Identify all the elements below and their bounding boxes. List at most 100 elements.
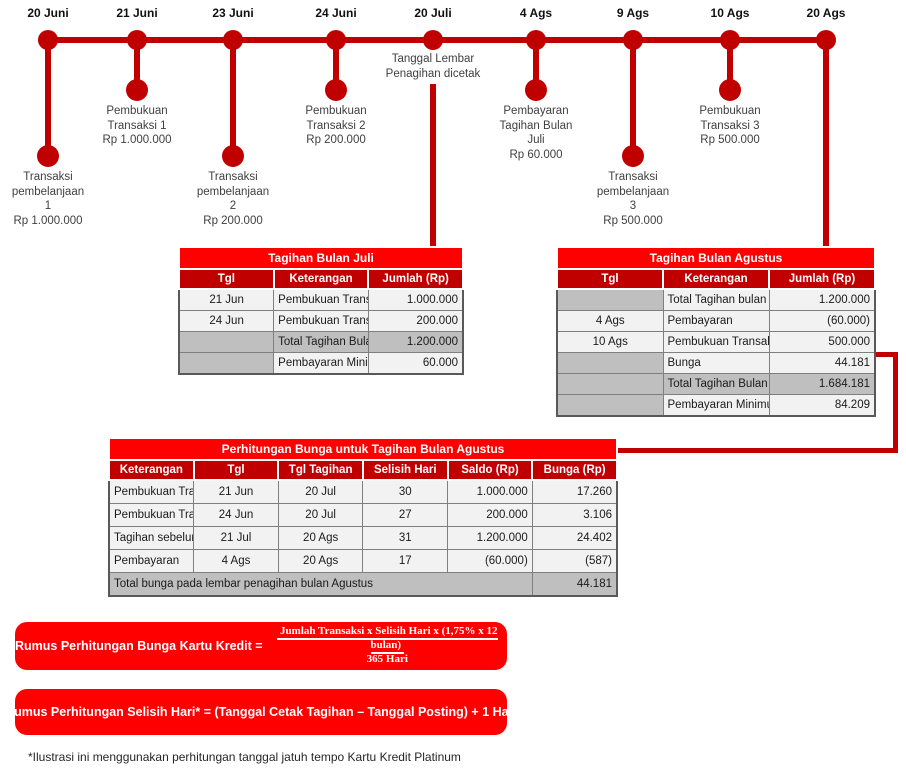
- timeline-drop-line: [230, 40, 236, 156]
- column-header: Keterangan: [108, 459, 195, 481]
- table-cell: Pembukuan Transaksi 1: [273, 288, 369, 311]
- timeline-event-label: Transaksi pembelanjaan 2 Rp 200.000: [196, 171, 270, 228]
- timeline-drop-line: [430, 84, 436, 246]
- timeline-marker: [126, 79, 148, 101]
- connector-bunga-horizontal: [876, 352, 898, 357]
- table-cell: 31: [362, 526, 449, 550]
- timeline-drop-line: [533, 40, 539, 90]
- table-cell: 1.000.000: [447, 479, 533, 504]
- column-header: Keterangan: [272, 268, 370, 290]
- table-cell: 1.000.000: [367, 288, 464, 311]
- table-cell: Bunga: [662, 352, 770, 374]
- table-cell: 17.260: [531, 479, 618, 504]
- timeline-date: 9 Ags: [616, 6, 650, 20]
- column-header: Tgl: [192, 459, 280, 481]
- table-cell: 44.181: [531, 572, 618, 597]
- table-cell: (587): [531, 549, 618, 573]
- table-cell: 21 Jun: [193, 479, 279, 504]
- table-cell: Total Tagihan bulan lalu: [662, 288, 770, 311]
- connector-bunga-vertical: [893, 352, 898, 453]
- timeline-date: 21 Juni: [116, 6, 158, 20]
- timeline-date: 20 Juli: [414, 6, 452, 20]
- table-cell: Pembukuan Transaksi 1: [108, 479, 195, 504]
- table-cell: 27: [362, 503, 449, 527]
- table-cell: Pembukuan Transaksi 2: [273, 310, 369, 332]
- table-cell: 200.000: [447, 503, 533, 527]
- timeline-event-label: Transaksi pembelanjaan 1 Rp 1.000.000: [11, 171, 85, 228]
- column-header: Selisih Hari: [361, 459, 449, 481]
- formula-bunga-numerator: Jumlah Transaksi x Selisih Hari x (1,75%…: [277, 624, 498, 654]
- table-cell: (60.000): [768, 310, 876, 332]
- table-cell: Pembayaran Minimum: [273, 352, 369, 375]
- timeline-date: 24 Juni: [315, 6, 357, 20]
- table-cell: 20 Jul: [277, 503, 364, 527]
- table-title: Tagihan Bulan Juli: [178, 246, 464, 270]
- timeline-marker: [222, 145, 244, 167]
- timeline-drop-line: [333, 40, 339, 90]
- table-cell: 30: [362, 479, 449, 504]
- table-cell: [556, 394, 664, 417]
- column-header: Jumlah (Rp): [768, 268, 876, 290]
- connector-bunga-return: [614, 448, 898, 453]
- timeline-marker: [622, 145, 644, 167]
- table-cell: Total Tagihan Bulan Juli: [273, 331, 369, 353]
- table-cell: 24.402: [531, 526, 618, 550]
- table-cell: 20 Jul: [277, 479, 364, 504]
- timeline-node: [423, 30, 443, 50]
- timeline-marker: [525, 79, 547, 101]
- footnote: *Ilustrasi ini menggunakan perhitungan t…: [28, 750, 461, 764]
- table-cell: [556, 288, 664, 311]
- table-cell: [556, 373, 664, 395]
- table-cell: 24 Jun: [178, 310, 275, 332]
- formula-bunga-fraction: Jumlah Transaksi x Selisih Hari x (1,75%…: [268, 624, 507, 667]
- table-cell: Pembayaran: [662, 310, 770, 332]
- timeline-date: 20 Ags: [806, 6, 846, 20]
- table-cell: 17: [362, 549, 449, 573]
- table-cell: 1.200.000: [367, 331, 464, 353]
- timeline-drop-line: [134, 40, 140, 90]
- column-header: Tgl: [178, 268, 275, 290]
- table-cell: 10 Ags: [556, 331, 664, 353]
- timeline-date: 20 Juni: [27, 6, 69, 20]
- table-cell: Pembayaran Minimum: [662, 394, 770, 417]
- table-cell: Total Tagihan Bulan Agustus: [662, 373, 770, 395]
- timeline-marker: [37, 145, 59, 167]
- table-cell: 20 Ags: [277, 526, 364, 550]
- formula-bunga-label: Rumus Perhitungan Bunga Kartu Kredit =: [15, 639, 263, 653]
- table-cell: 1.200.000: [447, 526, 533, 550]
- table-cell: [178, 331, 275, 353]
- timeline-marker: [719, 79, 741, 101]
- column-header: Tgl: [556, 268, 664, 290]
- table-cell: [178, 352, 275, 375]
- formula-box-bunga: Rumus Perhitungan Bunga Kartu Kredit = J…: [15, 622, 507, 670]
- column-header: Tgl Tagihan: [277, 459, 364, 481]
- table-cell: [556, 352, 664, 374]
- timeline-drop-line: [727, 40, 733, 90]
- formula-bunga-denominator: 365 Hari: [366, 653, 408, 666]
- table-cell: Pembukuan Transaksi 2: [108, 503, 195, 527]
- column-header: Bunga (Rp): [531, 459, 618, 481]
- column-header: Saldo (Rp): [446, 459, 534, 481]
- table-title: Perhitungan Bunga untuk Tagihan Bulan Ag…: [108, 437, 618, 461]
- timeline-marker: [325, 79, 347, 101]
- table-cell: 4 Ags: [193, 549, 279, 573]
- timeline-event-label: Tanggal Lembar Penagihan dicetak: [385, 53, 481, 80]
- table-cell: 3.106: [531, 503, 618, 527]
- timeline-date: 23 Juni: [212, 6, 254, 20]
- table-cell: 84.209: [768, 394, 876, 417]
- table-cell: 1.200.000: [768, 288, 876, 311]
- table-perhitungan-bunga: Perhitungan Bunga untuk Tagihan Bulan Ag…: [108, 437, 618, 597]
- formula-selisih-label: Rumus Perhitungan Selisih Hari* = (Tangg…: [5, 705, 517, 719]
- table-cell: 21 Jul: [193, 526, 279, 550]
- timeline-date: 10 Ags: [710, 6, 750, 20]
- table-cell: Tagihan sebelumnya: [108, 526, 195, 550]
- table-cell: Total bunga pada lembar penagihan bulan …: [108, 572, 533, 597]
- table-cell: Pembukuan Transaksi 3: [662, 331, 770, 353]
- timeline-event-label: Pembukuan Transaksi 2 Rp 200.000: [305, 105, 367, 147]
- timeline-drop-line: [45, 40, 51, 156]
- timeline-event-label: Transaksi pembelanjaan 3 Rp 500.000: [596, 171, 670, 228]
- table-cell: 20 Ags: [277, 549, 364, 573]
- table-cell: 24 Jun: [193, 503, 279, 527]
